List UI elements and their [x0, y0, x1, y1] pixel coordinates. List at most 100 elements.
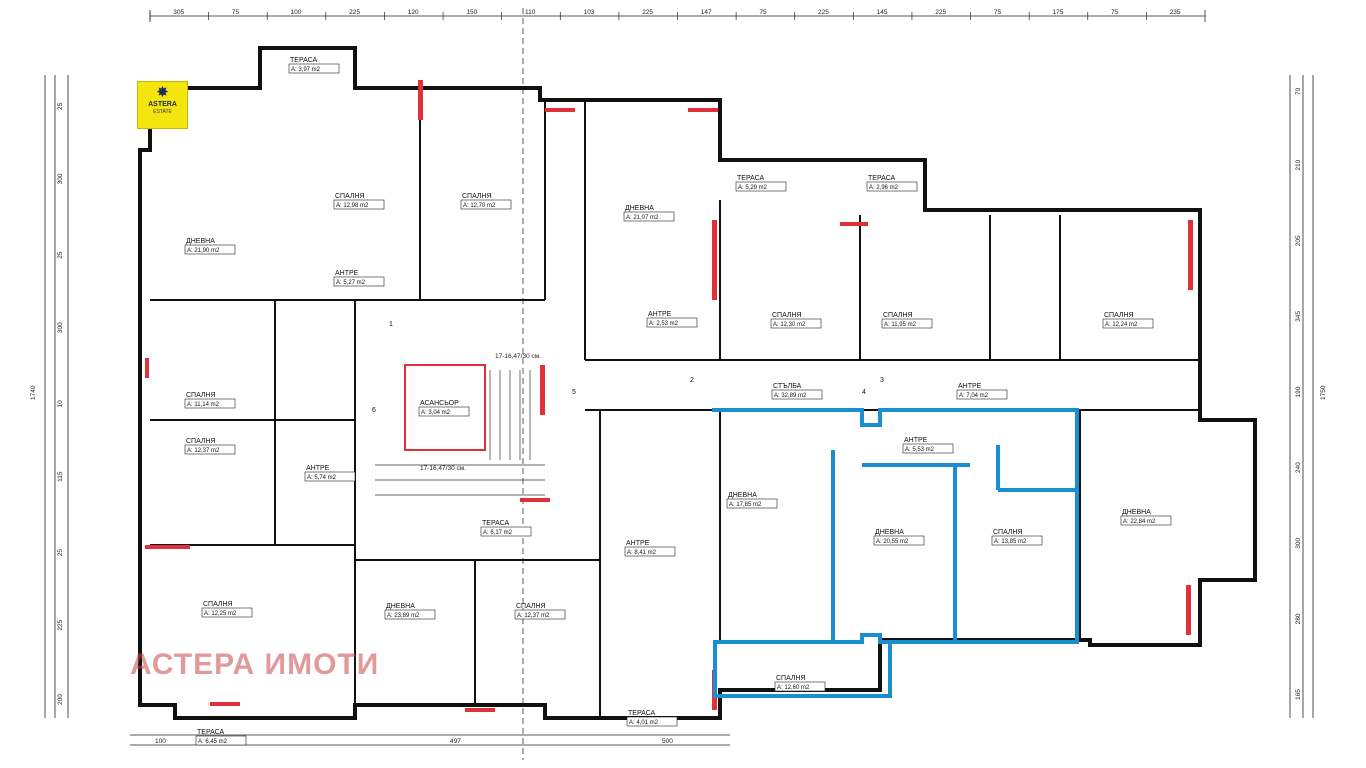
right-dimension: 70	[1295, 87, 1302, 95]
left-dimension: 25	[57, 102, 64, 110]
room-area: А: 2,96 m2	[869, 185, 899, 191]
right-dimension: 205	[1295, 235, 1302, 246]
room-name: СПАЛНЯ	[186, 392, 216, 399]
top-dimension: 225	[935, 9, 946, 16]
room-area: А: 22,84 m2	[1123, 519, 1156, 525]
room-name: СПАЛНЯ	[883, 312, 913, 319]
top-dimension: 103	[584, 9, 595, 16]
top-dimension: 225	[349, 9, 360, 16]
area-box	[514, 609, 566, 620]
area-box	[735, 181, 787, 192]
room-area: А: 17,85 m2	[729, 502, 762, 508]
room-name: СПАЛНЯ	[203, 601, 233, 608]
room-area: А: 20,55 m2	[876, 539, 909, 545]
room-name: ТЕРАСА	[482, 520, 510, 527]
room-name: ДНЕВНА	[1122, 509, 1151, 516]
room-name: АНТРЕ	[626, 540, 650, 547]
room-area: А: 5,27 m2	[336, 280, 366, 286]
area-box	[304, 471, 356, 482]
axis-number: 3	[880, 377, 884, 384]
room-name: СПАЛНЯ	[186, 438, 216, 445]
right-dimension: 280	[1295, 613, 1302, 624]
top-dimension: 305	[173, 9, 184, 16]
right-dimension: 165	[1295, 689, 1302, 700]
room-area: А: 12,98 m2	[336, 203, 369, 209]
room-name: ДНЕВНА	[386, 603, 415, 610]
left-dimension: 25	[57, 251, 64, 259]
highlighted-apartment-outline	[712, 408, 1079, 698]
room-name: ДНЕВНА	[728, 492, 757, 499]
outer-walls	[138, 46, 1257, 720]
room-name: АНТРЕ	[648, 311, 672, 318]
top-dimension: 235	[1170, 9, 1181, 16]
area-box	[873, 535, 925, 546]
room-area: А: 6,17 m2	[483, 530, 513, 536]
room-area: А: 4,01 m2	[629, 720, 659, 726]
left-dimension: 25	[57, 549, 64, 557]
top-dimension: 75	[232, 9, 240, 16]
right-dimension: 190	[1295, 386, 1302, 397]
room-area: А: 21,90 m2	[187, 248, 220, 254]
area-box	[626, 716, 678, 727]
room-area: А: 12,37 m2	[187, 448, 220, 454]
room-area: А: 2,53 m2	[649, 321, 679, 327]
right-dimension: 300	[1295, 538, 1302, 549]
room-area: А: 32,89 m2	[774, 393, 807, 399]
room-name: ДНЕВНА	[625, 205, 654, 212]
area-box	[774, 681, 826, 692]
left-dimension: 225	[57, 619, 64, 630]
area-box	[771, 389, 823, 400]
left-dimension: 300	[57, 173, 64, 184]
room-area: А: 21,07 m2	[626, 215, 659, 221]
room-name: СПАЛНЯ	[516, 603, 546, 610]
room-name: ТЕРАСА	[197, 729, 225, 736]
axis-number: 4	[862, 389, 866, 396]
right-dimension: 210	[1295, 159, 1302, 170]
room-name: СПАЛНЯ	[776, 675, 806, 682]
area-box	[902, 443, 954, 454]
top-dimension: 75	[994, 9, 1002, 16]
area-box	[991, 535, 1043, 546]
interior-walls	[150, 88, 1200, 718]
room-name: ТЕРАСА	[290, 57, 318, 64]
top-dimension: 100	[291, 9, 302, 16]
top-dimension: 75	[1111, 9, 1119, 16]
area-box	[770, 318, 822, 329]
room-area: А: 12,24 m2	[1105, 322, 1138, 328]
area-box	[881, 318, 933, 329]
room-name: АНТРЕ	[904, 437, 928, 444]
area-box	[333, 276, 385, 287]
room-label: АНТРЕ А: 2,53 m2	[646, 311, 698, 328]
room-label: ДНЕВНА А: 22,84 m2	[1120, 509, 1172, 526]
area-box	[384, 609, 436, 620]
room-area: А: 5,74 m2	[307, 475, 337, 481]
stairs	[375, 370, 545, 496]
room-area: А: 7,04 m2	[959, 393, 989, 399]
room-name: СПАЛНЯ	[462, 193, 492, 200]
stair-note: 17-16,47/30 см.	[420, 465, 466, 472]
top-dimension: 120	[408, 9, 419, 16]
top-dimension: 110	[525, 9, 536, 16]
window-openings	[145, 80, 1193, 712]
area-box	[288, 63, 340, 74]
axis-number: 1	[389, 321, 393, 328]
room-name: АСАНСЬОР	[420, 400, 459, 407]
